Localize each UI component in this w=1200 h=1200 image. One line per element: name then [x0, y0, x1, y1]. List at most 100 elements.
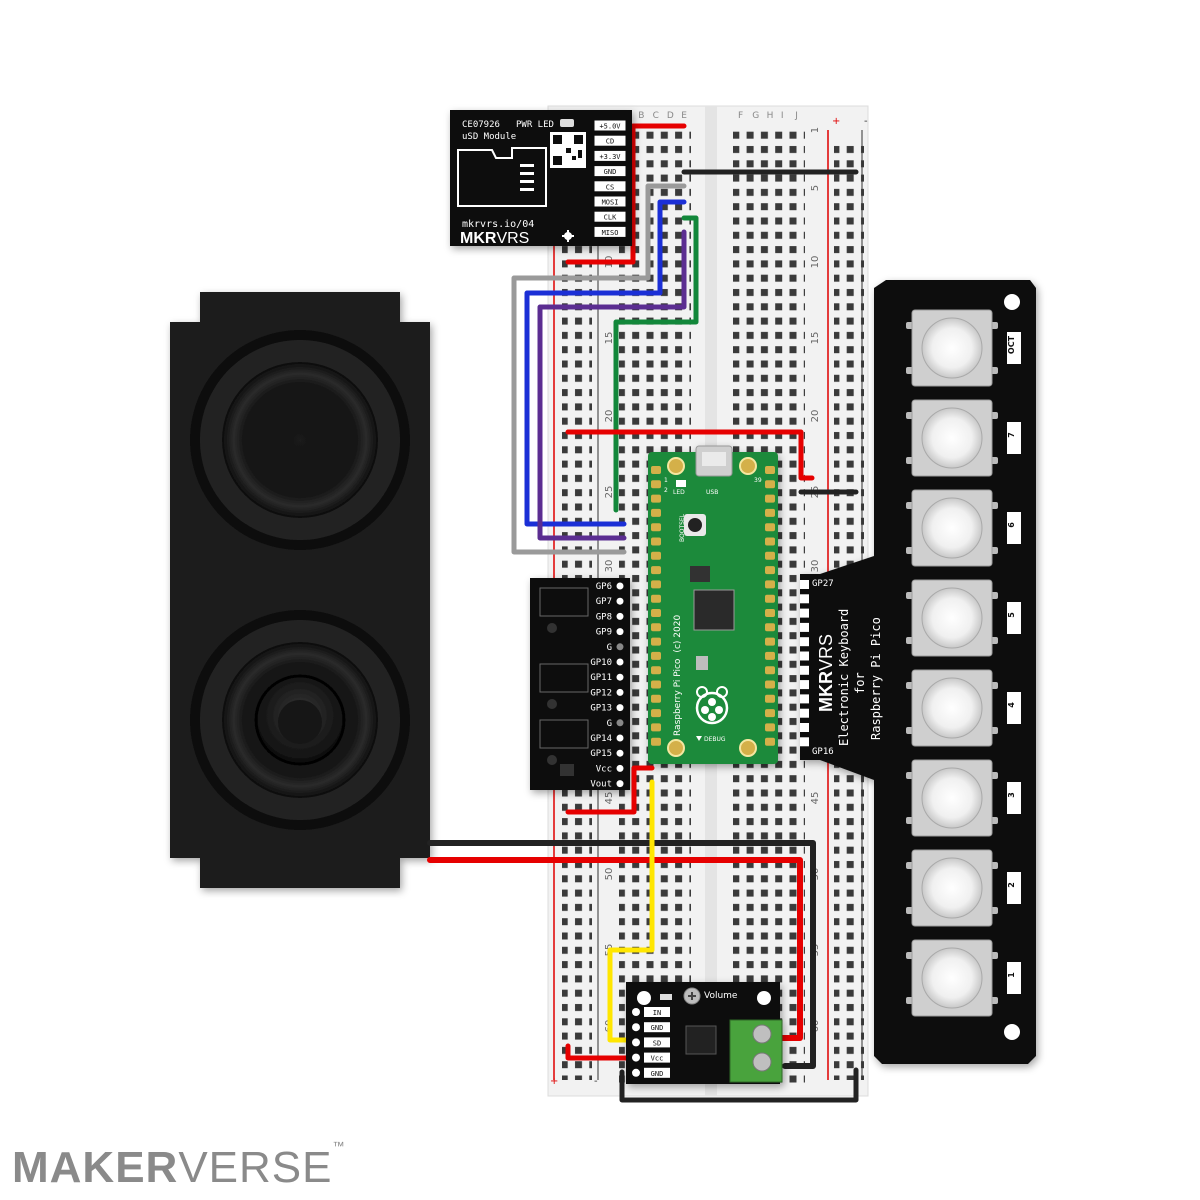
pico-pin — [765, 494, 775, 503]
key-button-2[interactable]: 2 — [906, 849, 1021, 927]
key-button-3[interactable]: 3 — [906, 759, 1021, 837]
key-button-1[interactable]: 1 — [906, 939, 1021, 1017]
amp-volume-label: Volume — [704, 991, 738, 1001]
left-pin-label: GP11 — [590, 673, 612, 683]
pico-pin — [651, 523, 661, 532]
key-label-tag — [1007, 512, 1021, 544]
left-pin — [616, 719, 624, 727]
row-number: 10 — [810, 256, 821, 269]
amp-pin-label: Vcc — [651, 1055, 664, 1063]
raspberry-logo-icon — [695, 686, 729, 725]
left-board-pad — [547, 755, 557, 765]
keyboard-pin-gp27: GP27 — [812, 579, 834, 589]
column-letter: G — [752, 111, 759, 121]
keyboard-mount-hole-top — [1004, 294, 1020, 310]
sd-pin-box — [593, 149, 627, 162]
keyboard-header-pin — [800, 580, 809, 589]
brand-trademark: ™ — [332, 1139, 346, 1153]
left-pin — [616, 780, 624, 788]
pico-mount-tl — [667, 457, 685, 475]
left-pin-label: Vcc — [596, 764, 612, 774]
sd-module-pwr-led-label: PWR LED — [516, 120, 554, 130]
sd-pin-box — [593, 210, 627, 223]
column-letter: H — [767, 111, 774, 121]
key-label: 4 — [1007, 702, 1016, 708]
pico-mount-tr — [739, 457, 757, 475]
micro-sd-card-icon — [457, 147, 547, 207]
pico-pin — [651, 666, 661, 675]
key-label: 6 — [1007, 522, 1016, 528]
wire-sd-miso-purple — [537, 229, 687, 541]
sd-pin-label: CD — [606, 138, 614, 146]
key-label: 7 — [1007, 432, 1016, 438]
plus-icon — [688, 992, 696, 1000]
gear-icon — [562, 230, 574, 242]
left-pin-label: GP9 — [596, 628, 612, 638]
amp-pin — [632, 1008, 640, 1016]
speaker-driver-top-cone — [222, 362, 378, 518]
left-pin — [616, 582, 624, 590]
pico-pin — [651, 694, 661, 703]
key-label-tag — [1007, 782, 1021, 814]
pico-pin — [765, 466, 775, 474]
pico-pin — [651, 580, 661, 589]
pico-pin-1-label: 1 — [664, 477, 668, 484]
pico-pin — [765, 680, 775, 689]
wire-speaker-red — [427, 857, 803, 1041]
pico-pin — [765, 523, 775, 532]
amp-chip — [685, 1025, 717, 1055]
amp-pin-box — [644, 1007, 670, 1017]
wire-pico-vbus-red — [565, 429, 815, 481]
rail-minus-label-top: - — [864, 116, 868, 127]
sd-module-pcb — [450, 110, 632, 246]
key-button-4[interactable]: 4 — [906, 669, 1021, 747]
qr-code-icon — [550, 132, 586, 168]
left-pin — [616, 704, 624, 712]
key-label: 3 — [1007, 792, 1016, 798]
sd-pin-box — [593, 165, 627, 178]
keyboard-header-pin — [800, 637, 809, 647]
keyboard-logo-bold: MKR — [816, 671, 836, 712]
pico-mount-bl — [667, 739, 685, 757]
keyboard-logo-light: VRS — [816, 634, 836, 671]
row-number: 20 — [604, 410, 615, 423]
amp-pin-box — [644, 1067, 670, 1078]
pico-pin — [651, 466, 661, 474]
keyboard-header-pin — [800, 737, 809, 747]
pico-pin — [651, 680, 661, 689]
key-button-7[interactable]: 7 — [906, 399, 1021, 477]
sd-contact-3 — [520, 180, 534, 183]
sd-module-pwr-led — [560, 119, 574, 127]
left-board-pad — [547, 623, 557, 633]
left-pin — [616, 764, 624, 772]
amp-mount-hole-left — [637, 991, 651, 1005]
left-pin-label: GP13 — [590, 704, 612, 714]
pico-pin-39-label: 39 — [754, 477, 762, 484]
column-letter: E — [681, 111, 687, 121]
sd-pin-box — [593, 119, 627, 132]
sd-contact-2 — [520, 172, 534, 175]
row-number: 30 — [604, 560, 615, 573]
pico-pin — [765, 566, 775, 575]
raspberry-pi-pico: LED USB 1 2 39 BOOTSEL Raspberry Pi Pico… — [648, 445, 778, 764]
sd-pin-label: CLK — [604, 214, 617, 222]
sd-pin-box — [593, 180, 627, 193]
key-button-oct[interactable]: OCT — [906, 309, 1021, 387]
pico-pin — [651, 537, 661, 546]
left-board-components — [539, 587, 589, 776]
pico-pin — [765, 508, 775, 517]
left-board-pad — [547, 699, 557, 709]
pico-mount-br — [739, 739, 757, 757]
wire-sd-cs-grey — [511, 183, 687, 555]
left-board-pins: GP6GP7GP8GP9GGP10GP11GP12GP13GGP14GP15Vc… — [590, 582, 624, 790]
keyboard-header-pin — [800, 680, 809, 690]
keyboard-gp-header — [800, 580, 809, 747]
key-button-6[interactable]: 6 — [906, 489, 1021, 567]
key-button-5[interactable]: 5 — [906, 579, 1021, 657]
keyboard-left-board: GP6GP7GP8GP9GGP10GP11GP12GP13GGP14GP15Vc… — [530, 578, 630, 790]
makerverse-logo: MAKERVERSE™ — [12, 1139, 346, 1193]
pico-pin — [765, 709, 775, 718]
left-pin-label: GP10 — [590, 658, 612, 668]
pico-pin-2-label: 2 — [664, 487, 668, 494]
